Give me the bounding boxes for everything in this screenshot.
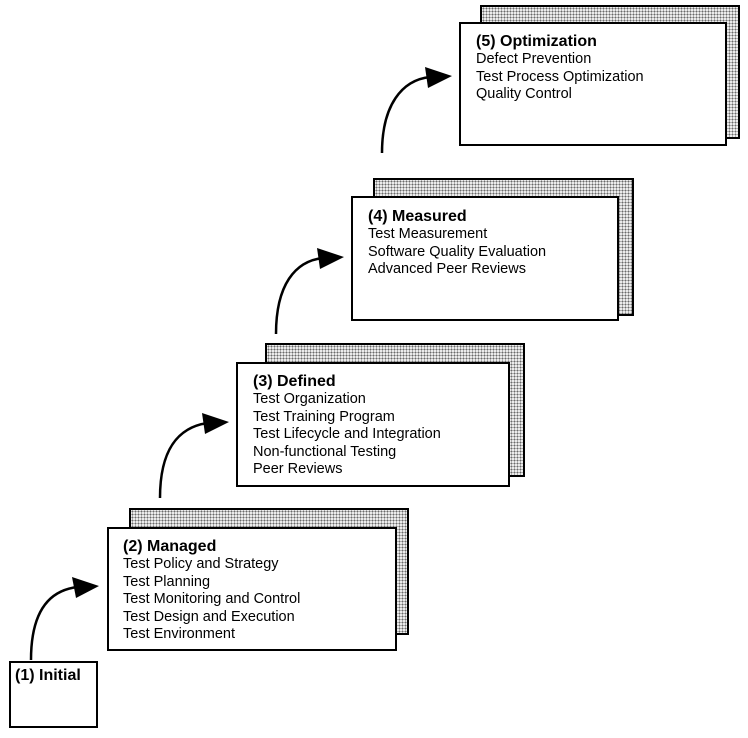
level-3-practice: Peer Reviews bbox=[253, 461, 343, 477]
level-5-box: (5) Optimization Defect Prevention Test … bbox=[459, 22, 727, 146]
level-5-practice-list: Defect Prevention Test Process Optimizat… bbox=[476, 51, 725, 104]
arrow-3-to-4-head bbox=[317, 248, 344, 269]
level-3-box: (3) Defined Test Organization Test Train… bbox=[236, 362, 510, 487]
arrow-2-to-3-head bbox=[202, 413, 229, 434]
level-4-title: (4) Measured bbox=[368, 208, 467, 225]
arrow-1-to-2-head bbox=[72, 577, 99, 598]
level-1-title: (1) Initial bbox=[15, 667, 81, 684]
arrow-1-to-2-curve bbox=[29, 585, 79, 661]
arrow-1-to-2 bbox=[29, 577, 99, 661]
level-4-practice: Test Measurement bbox=[368, 226, 488, 242]
level-5-title: (5) Optimization bbox=[476, 33, 597, 50]
arrow-4-to-5-head bbox=[425, 67, 452, 88]
arrow-2-to-3 bbox=[158, 413, 229, 499]
level-4-practice: Software Quality Evaluation bbox=[368, 243, 547, 260]
arrow-4-to-5 bbox=[380, 67, 452, 154]
level-2-title: (2) Managed bbox=[123, 538, 217, 555]
level-4-practice: Advanced Peer Reviews bbox=[368, 261, 526, 277]
level-3-practice: Test Lifecycle and Integration bbox=[253, 426, 441, 442]
level-5-practice: Quality Control bbox=[476, 86, 572, 102]
level-2-box: (2) Managed Test Policy and Strategy Tes… bbox=[107, 527, 397, 651]
level-1-box: (1) Initial bbox=[9, 661, 98, 728]
arrow-2-to-3-curve bbox=[158, 421, 209, 499]
level-3-practice: Test Organization bbox=[253, 391, 366, 407]
level-2-practice: Test Planning bbox=[123, 573, 211, 590]
level-3-title: (3) Defined bbox=[253, 373, 336, 390]
level-2-practice-list: Test Policy and Strategy Test Planning T… bbox=[123, 556, 395, 644]
level-2-practice: Test Policy and Strategy bbox=[123, 556, 279, 572]
level-4-box: (4) Measured Test Measurement Software Q… bbox=[351, 196, 619, 321]
level-2-practice: Test Environment bbox=[123, 626, 236, 642]
level-2-practice: Test Monitoring and Control bbox=[123, 591, 301, 607]
level-5-practice: Defect Prevention bbox=[476, 51, 592, 67]
level-3-practice: Non-functional Testing bbox=[253, 443, 397, 460]
arrow-3-to-4 bbox=[274, 248, 344, 335]
level-5-practice: Test Process Optimization bbox=[476, 68, 644, 85]
arrow-4-to-5-curve bbox=[380, 75, 431, 154]
level-4-practice-list: Test Measurement Software Quality Evalua… bbox=[368, 226, 617, 279]
level-3-practice-list: Test Organization Test Training Program … bbox=[253, 391, 508, 479]
level-2-practice: Test Design and Execution bbox=[123, 608, 295, 625]
level-3-practice: Test Training Program bbox=[253, 408, 395, 425]
arrow-3-to-4-curve bbox=[274, 256, 324, 335]
